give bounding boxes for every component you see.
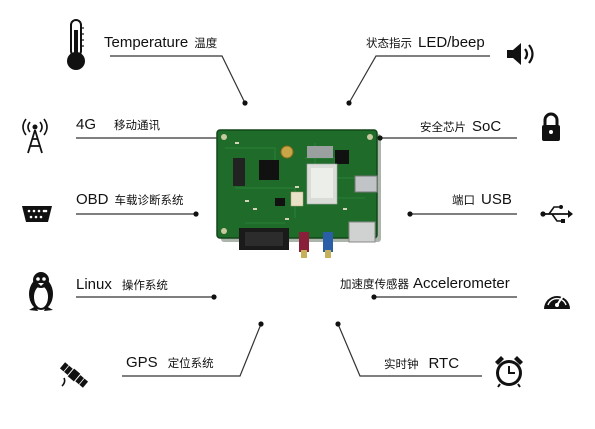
penguin-icon — [29, 272, 53, 311]
temperature-zh: 温度 — [194, 36, 218, 50]
speaker-icon — [507, 43, 534, 65]
circuit-board-image — [216, 129, 381, 258]
led-zh: 状态指示 — [366, 36, 412, 50]
accel-label: 加速度传感器 Accelerometer — [340, 276, 510, 292]
usb-label: 端口 USB — [452, 192, 512, 208]
soc-label: 安全芯片 SoC — [420, 119, 501, 135]
gauge-icon — [544, 295, 570, 309]
obd-connector-icon — [22, 206, 52, 222]
antenna-icon — [22, 118, 48, 154]
gps-label: GPS 定位系统 — [126, 355, 214, 371]
obd-zh: 车载诊断系统 — [114, 193, 184, 207]
accel-zh: 加速度传感器 — [340, 277, 409, 291]
alarm-clock-icon — [495, 356, 523, 388]
satellite-icon — [59, 362, 89, 388]
accel-en: Accelerometer — [413, 275, 510, 292]
usb-en: USB — [481, 191, 512, 208]
gps-zh: 定位系统 — [167, 356, 214, 370]
thermometer-icon — [67, 19, 85, 70]
usb-icon — [540, 205, 573, 223]
lock-icon — [542, 112, 560, 141]
soc-en: SoC — [472, 118, 502, 135]
fourg-label: 4G 移动通讯 — [76, 117, 160, 133]
linux-zh: 操作系统 — [121, 278, 168, 292]
rtc-zh: 实时钟 — [384, 357, 419, 371]
led-label: 状态指示 LED/beep — [366, 35, 485, 51]
obd-label: OBD 车载诊断系统 — [76, 192, 184, 208]
linux-en: Linux — [76, 276, 112, 293]
fourg-en: 4G — [76, 116, 97, 133]
temperature-label: Temperature 温度 — [104, 35, 217, 51]
obd-en: OBD — [76, 191, 109, 208]
usb-zh: 端口 — [452, 193, 475, 207]
temperature-en: Temperature — [104, 34, 189, 51]
led-en: LED/beep — [418, 34, 485, 51]
rtc-label: 实时钟 RTC — [384, 356, 459, 372]
linux-label: Linux 操作系统 — [76, 277, 168, 293]
rtc-en: RTC — [428, 355, 460, 372]
fourg-zh: 移动通讯 — [114, 118, 161, 132]
soc-zh: 安全芯片 — [420, 120, 466, 134]
gps-en: GPS — [126, 354, 158, 371]
